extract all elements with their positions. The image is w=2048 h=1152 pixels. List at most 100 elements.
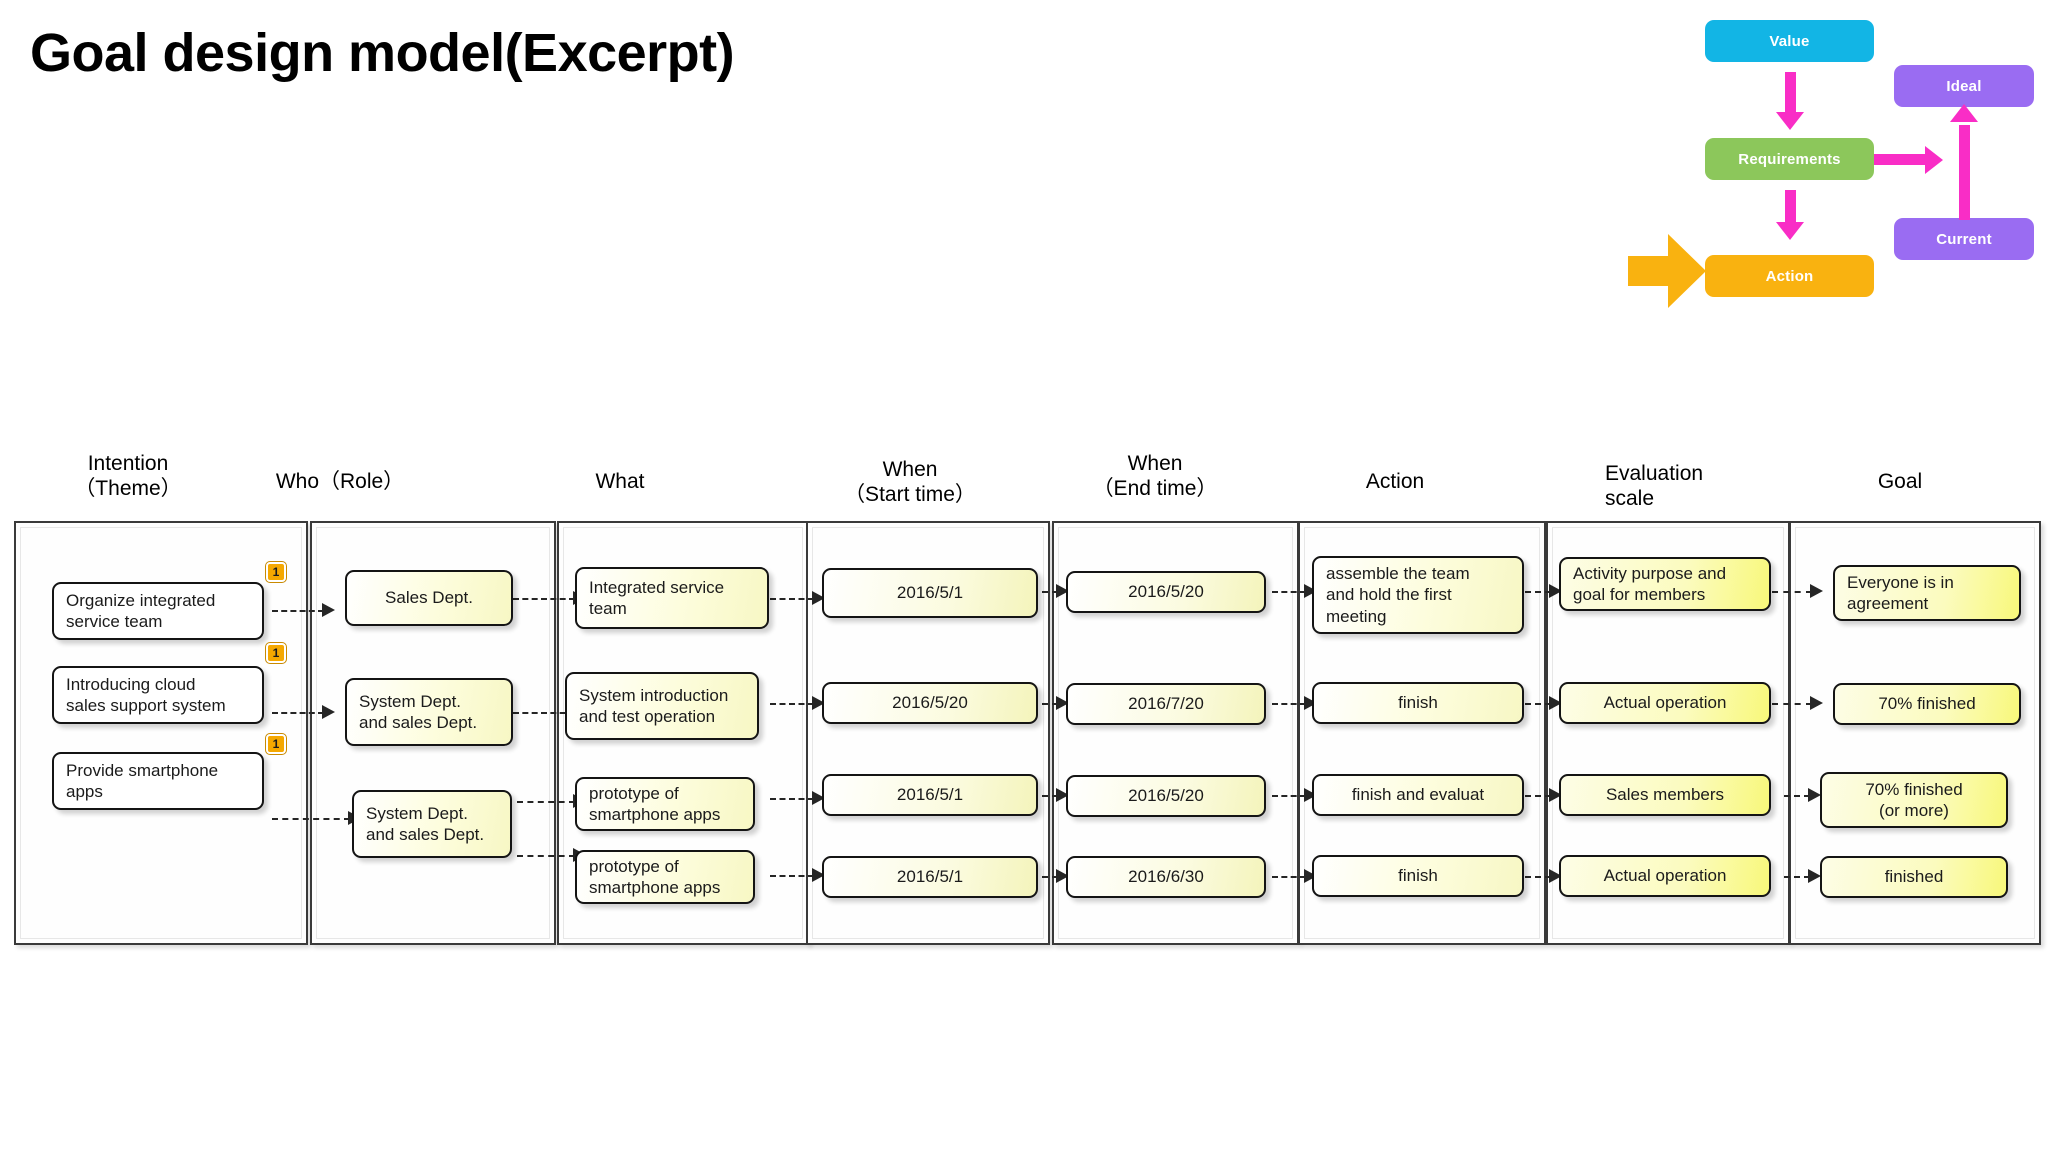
legend-box-requirements: Requirements	[1705, 138, 1874, 180]
node-evaluation-1[interactable]: Activity purpose and goal for members	[1559, 557, 1771, 611]
arrowhead-right-icon	[1808, 869, 1821, 883]
connector-action-evaluation	[1525, 703, 1551, 705]
node-goal-3[interactable]: 70% finished (or more)	[1820, 772, 2008, 828]
column-header-when-start: When （Start time）	[844, 458, 976, 506]
node-goal-4[interactable]: finished	[1820, 856, 2008, 898]
connector-who-what	[517, 855, 575, 857]
legend-arrow-value-to-requirements	[1785, 72, 1796, 116]
node-what-3[interactable]: prototype of smartphone apps	[575, 777, 755, 831]
node-goal-1[interactable]: Everyone is in agreement	[1833, 565, 2021, 621]
arrowhead-right-icon	[322, 705, 335, 719]
column-header-who: Who（Role）	[275, 470, 405, 493]
connector-evaluation-goal	[1772, 703, 1812, 705]
badge-count-1[interactable]: 1	[266, 562, 286, 582]
arrowhead-right-icon	[322, 603, 335, 617]
connector-who-what	[513, 712, 575, 714]
column-header-goal: Goal	[1877, 470, 1923, 493]
arrowhead-right-icon	[1056, 869, 1069, 883]
connector-intention-who	[272, 712, 324, 714]
node-intention-1[interactable]: Organize integrated service team	[52, 582, 264, 640]
legend-box-current: Current	[1894, 218, 2034, 260]
connector-whenend-action	[1272, 876, 1306, 878]
node-evaluation-2[interactable]: Actual operation	[1559, 682, 1771, 724]
legend-box-action: Action	[1705, 255, 1874, 297]
connector-action-evaluation	[1525, 876, 1551, 878]
node-who-1[interactable]: Sales Dept.	[345, 570, 513, 626]
node-evaluation-4[interactable]: Actual operation	[1559, 855, 1771, 897]
node-what-1[interactable]: Integrated service team	[575, 567, 769, 629]
connector-whenend-action	[1272, 703, 1306, 705]
arrowhead-right-icon	[1549, 869, 1562, 883]
node-what-2[interactable]: System introduction and test operation	[565, 672, 759, 740]
node-action-4[interactable]: finish	[1312, 855, 1524, 897]
connector-whenstart-whenend	[1022, 876, 1058, 878]
column-header-action: Action	[1365, 470, 1425, 493]
arrowhead-right-icon	[1808, 788, 1821, 802]
connector-what-whenstart	[770, 703, 814, 705]
arrowhead-right-icon	[1549, 584, 1562, 598]
legend-arrowhead-right-icon	[1925, 146, 1943, 174]
legend-box-value: Value	[1705, 20, 1874, 62]
column-header-what: What	[595, 470, 645, 493]
connector-whenend-action	[1272, 591, 1306, 593]
node-when-end-4[interactable]: 2016/6/30	[1066, 856, 1266, 898]
node-when-start-1[interactable]: 2016/5/1	[822, 568, 1038, 618]
arrowhead-right-icon	[1810, 584, 1823, 598]
connector-whenstart-whenend	[1022, 591, 1058, 593]
arrowhead-right-icon	[812, 591, 825, 605]
arrowhead-right-icon	[812, 696, 825, 710]
column-header-evaluation: Evaluation scale	[1605, 462, 1704, 510]
connector-whenend-action	[1272, 795, 1306, 797]
connector-who-what	[517, 801, 575, 803]
legend-big-arrow-icon	[1628, 234, 1706, 308]
node-when-end-3[interactable]: 2016/5/20	[1066, 775, 1266, 817]
legend-box-ideal: Ideal	[1894, 65, 2034, 107]
legend-arrow-current-to-ideal	[1959, 125, 1970, 220]
connector-action-evaluation	[1525, 591, 1551, 593]
node-goal-2[interactable]: 70% finished	[1833, 683, 2021, 725]
column-header-intention: Intention （Theme）	[74, 452, 182, 500]
legend-arrow-requirements-to-action	[1785, 190, 1796, 226]
node-when-start-3[interactable]: 2016/5/1	[822, 774, 1038, 816]
node-action-1[interactable]: assemble the team and hold the first mee…	[1312, 556, 1524, 634]
connector-who-what	[513, 598, 575, 600]
arrowhead-right-icon	[1549, 788, 1562, 802]
node-when-start-2[interactable]: 2016/5/20	[822, 682, 1038, 724]
node-action-2[interactable]: finish	[1312, 682, 1524, 724]
arrowhead-right-icon	[1056, 788, 1069, 802]
connector-evaluation-goal	[1772, 591, 1812, 593]
node-who-3[interactable]: System Dept. and sales Dept.	[352, 790, 512, 858]
arrowhead-right-icon	[812, 868, 825, 882]
badge-count-2[interactable]: 1	[266, 643, 286, 663]
node-when-end-1[interactable]: 2016/5/20	[1066, 571, 1266, 613]
connector-whenstart-whenend	[1022, 795, 1058, 797]
connector-what-whenstart	[770, 798, 814, 800]
legend-diagram: Value Requirements Action Ideal Current	[1600, 0, 2048, 320]
node-evaluation-3[interactable]: Sales members	[1559, 774, 1771, 816]
connector-evaluation-goal	[1784, 876, 1810, 878]
arrowhead-right-icon	[1056, 696, 1069, 710]
legend-arrowhead-down-icon	[1776, 222, 1804, 240]
badge-count-3[interactable]: 1	[266, 734, 286, 754]
node-action-3[interactable]: finish and evaluat	[1312, 774, 1524, 816]
arrowhead-right-icon	[1810, 696, 1823, 710]
node-what-4[interactable]: prototype of smartphone apps	[575, 850, 755, 904]
arrowhead-right-icon	[1549, 696, 1562, 710]
node-intention-3[interactable]: Provide smartphone apps	[52, 752, 264, 810]
connector-evaluation-goal	[1784, 795, 1810, 797]
connector-what-whenstart	[770, 875, 814, 877]
legend-arrowhead-down-icon	[1776, 112, 1804, 130]
node-intention-2[interactable]: Introducing cloud sales support system	[52, 666, 264, 724]
arrowhead-right-icon	[1056, 584, 1069, 598]
page-title: Goal design model(Excerpt)	[30, 23, 735, 83]
connector-intention-who	[272, 818, 350, 820]
legend-arrow-requirements-to-ideal	[1874, 154, 1930, 165]
node-when-start-4[interactable]: 2016/5/1	[822, 856, 1038, 898]
column-header-when-end: When （End time）	[1092, 452, 1218, 500]
node-who-2[interactable]: System Dept. and sales Dept.	[345, 678, 513, 746]
node-when-end-2[interactable]: 2016/7/20	[1066, 683, 1266, 725]
connector-action-evaluation	[1525, 795, 1551, 797]
connector-whenstart-whenend	[1022, 703, 1058, 705]
connector-intention-who	[272, 610, 324, 612]
